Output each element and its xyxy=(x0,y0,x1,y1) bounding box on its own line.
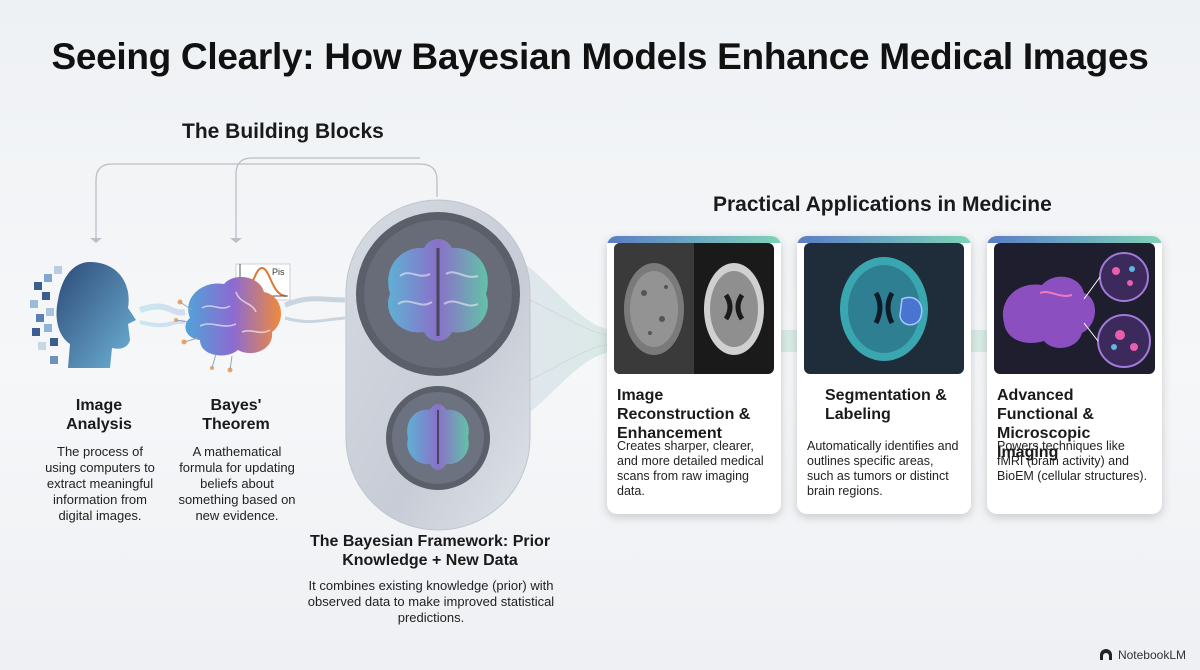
card-description: Automatically identifies and outlines sp… xyxy=(807,439,959,498)
framework-title: The Bayesian Framework: Prior Knowledge … xyxy=(309,533,551,569)
functional-microscopic-image xyxy=(994,243,1155,374)
card-accent-bar xyxy=(797,236,971,243)
brain-segmentation-image xyxy=(804,243,964,374)
digital-head-illustration xyxy=(30,262,136,368)
card-description: Creates sharper, clearer, and more detai… xyxy=(617,439,764,498)
bayes-theorem-title: Bayes' Theorem xyxy=(202,397,270,433)
card-segmentation: Segmentation & Labeling Automatically id… xyxy=(797,236,971,514)
image-analysis-description: The process of using computers to extrac… xyxy=(45,444,155,523)
card-description: Powers techniques like fMRI (brain activ… xyxy=(997,439,1148,483)
bayes-brain-illustration: Pis xyxy=(174,263,291,373)
bayesian-framework-capsule xyxy=(345,199,531,531)
applications-heading: Practical Applications in Medicine xyxy=(713,193,1052,216)
image-analysis-title: Image Analysis xyxy=(66,397,132,433)
graph-label: Pis xyxy=(272,267,285,277)
building-blocks-heading: The Building Blocks xyxy=(182,120,384,143)
card-accent-bar xyxy=(987,236,1162,243)
brand-name: NotebookLM xyxy=(1117,648,1186,662)
framework-description: It combines existing knowledge (prior) w… xyxy=(307,578,555,625)
page-title: Seeing Clearly: How Bayesian Models Enha… xyxy=(51,36,1149,77)
card-title: Image Reconstruction & Enhancement xyxy=(617,387,751,442)
card-advanced-imaging: Advanced Functional & Microscopic Imagin… xyxy=(987,236,1162,514)
card-image-reconstruction: Image Reconstruction & Enhancement Creat… xyxy=(607,236,781,514)
mri-reconstruction-image xyxy=(614,243,774,374)
card-accent-bar xyxy=(607,236,781,243)
notebooklm-logo-icon xyxy=(1099,649,1112,660)
bayes-theorem-description: A mathematical formula for updating beli… xyxy=(178,444,296,523)
brand-footer: NotebookLM xyxy=(1099,648,1186,662)
card-title: Advanced Functional & Microscopic Imagin… xyxy=(997,387,1094,461)
card-title: Segmentation & Labeling xyxy=(825,387,947,423)
